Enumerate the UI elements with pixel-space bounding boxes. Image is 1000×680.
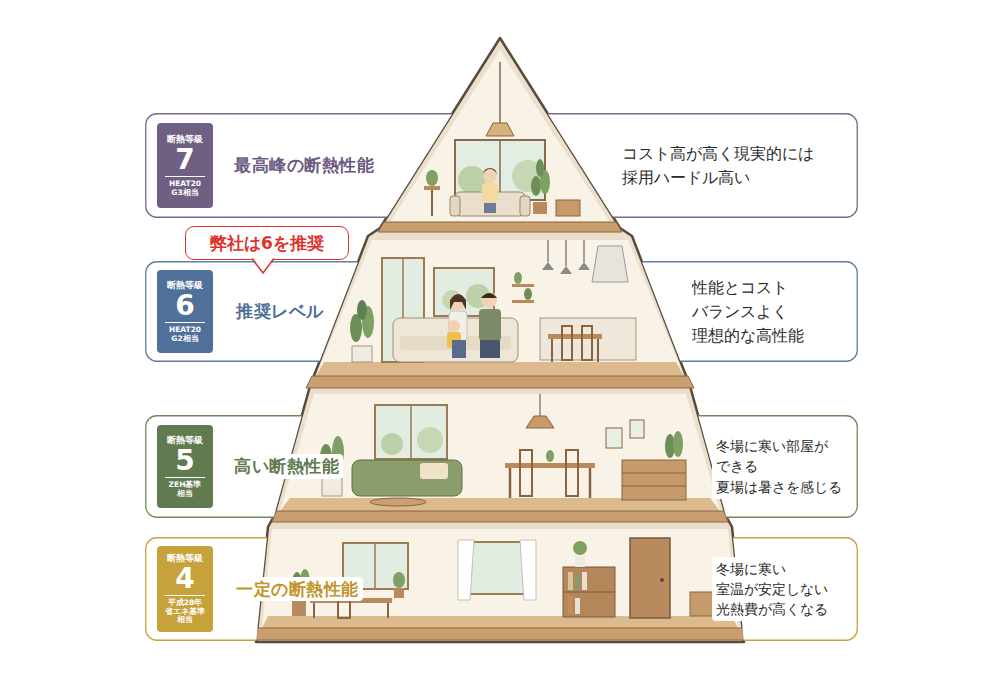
badge-divider	[165, 322, 205, 323]
level-badge: 断熱等級6HEAT20 G2相当	[157, 270, 213, 353]
level-badge: 断熱等級5ZEH基準 相当	[157, 425, 213, 508]
level-title: 高い断熱性能	[230, 454, 343, 478]
living-kitchen-room-part	[584, 240, 585, 262]
level-panel: 高い断熱性能 冬場に寒い部屋が できる 夏場は暑さを感じる 断熱等級5ZEH基準 相…	[145, 415, 858, 518]
living-kitchen-room-part	[548, 240, 549, 262]
level-description: コスト高が高く現実的には 採用ハードル高い	[618, 140, 818, 192]
living-kitchen-room-part	[306, 376, 694, 388]
level-title: 推奨レベル	[232, 299, 328, 323]
level-title: 一定の断熱性能	[232, 577, 363, 601]
badge-note: HEAT20 G2相当	[169, 326, 201, 343]
callout-bubble: 弊社は6を推奨	[185, 226, 349, 260]
grade-number: 4	[175, 564, 194, 593]
badge-label: 断熱等級	[167, 280, 203, 291]
panel-outline-part	[146, 538, 858, 641]
callout-text: 弊社は6を推奨	[210, 232, 324, 254]
badge-divider	[165, 176, 205, 177]
grade-number: 5	[175, 446, 194, 475]
panel-outline-part	[146, 262, 858, 362]
level-description: 性能とコスト バランスよく 理想的な高性能	[688, 274, 808, 350]
callout-pointer	[252, 259, 274, 275]
level-panel: 最高峰の断熱性能 コスト高が高く現実的には 採用ハードル高い 断熱等級7HEAT20…	[145, 113, 858, 218]
level-description: 冬場に寒い 室温が安定しない 光熱費が高くなる	[712, 557, 832, 622]
badge-note: 平成28年 省エネ基準 相当	[165, 599, 205, 625]
level-panel: 推奨レベル 性能とコスト バランスよく 理想的な高性能 断熱等級6HEAT20 G2…	[145, 261, 858, 362]
level-badge: 断熱等級7HEAT20 G3相当	[157, 123, 213, 208]
badge-divider	[165, 477, 205, 478]
attic-room-part	[378, 222, 622, 232]
grade-number: 6	[175, 291, 194, 320]
level-panel: 一定の断熱性能 冬場に寒い 室温が安定しない 光熱費が高くなる 断熱等級4 平成28年…	[145, 537, 858, 641]
level-badge: 断熱等級4 平成28年 省エネ基準 相当	[157, 546, 213, 632]
grade-number: 7	[175, 145, 194, 174]
panel-outline-part	[146, 114, 858, 218]
level-description: 冬場に寒い部屋が できる 夏場は暑さを感じる	[712, 434, 846, 499]
badge-divider	[165, 595, 205, 596]
level-title: 最高峰の断熱性能	[230, 153, 378, 177]
badge-label: 断熱等級	[167, 134, 203, 145]
living-kitchen-room-part	[316, 362, 684, 376]
badge-label: 断熱等級	[167, 435, 203, 446]
badge-label: 断熱等級	[167, 553, 203, 564]
badge-note: ZEH基準 相当	[169, 481, 202, 498]
badge-note: HEAT20 G3相当	[169, 180, 201, 197]
panel-outline-part	[146, 416, 858, 518]
dining-room-part	[540, 394, 541, 416]
